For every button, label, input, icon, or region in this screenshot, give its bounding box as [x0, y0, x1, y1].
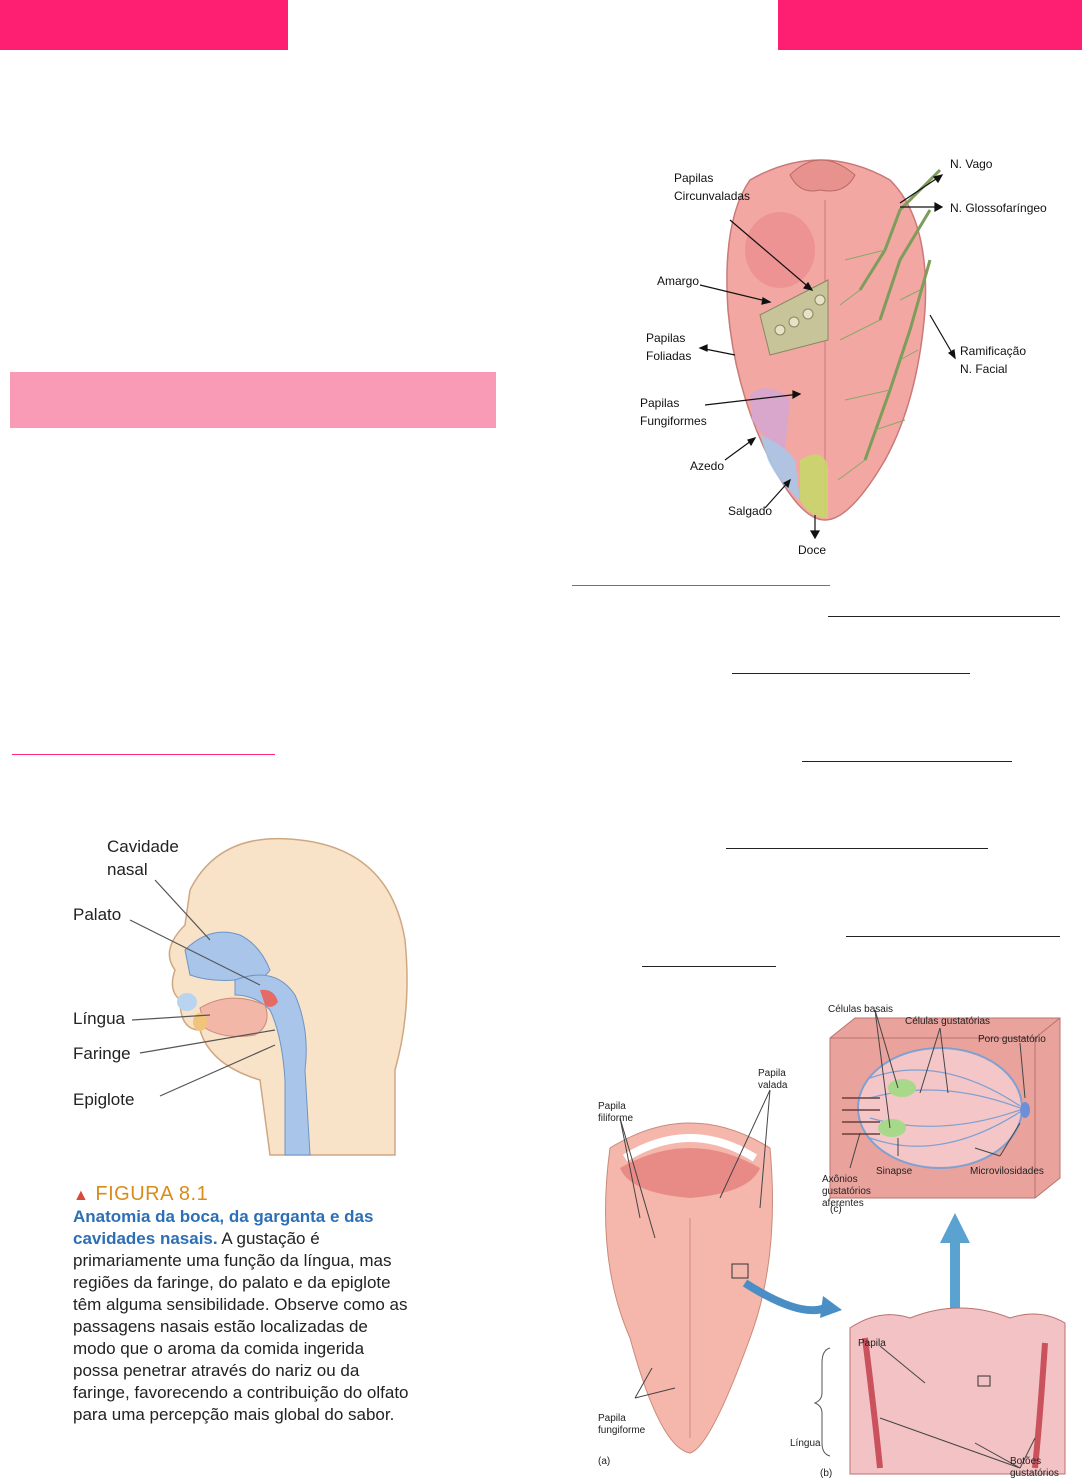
label-celulas-gustatorias: Células gustatórias [905, 1016, 990, 1027]
fill-blank-5a [846, 936, 1060, 937]
label-azedo: Azedo [690, 459, 724, 473]
label-n-glossofaringeo: N. Glossofaríngeo [950, 201, 1047, 215]
fill-blank-5b [642, 966, 776, 967]
fill-blank-4 [726, 848, 988, 849]
figure-caption-bold: Anatomia da boca, da garganta e das cavi… [73, 1207, 374, 1248]
label-papilas-foliadas-line1: Papilas [646, 331, 685, 345]
header-band-right [778, 0, 1082, 50]
label-faringe: Faringe [73, 1044, 131, 1063]
label-botoes-gustatorios-line2: gustatórios [1010, 1468, 1059, 1479]
label-ramificacao-n-facial-line1: Ramificação [960, 344, 1026, 358]
label-papilas-circunvaladas-line2: Circunvaladas [674, 189, 750, 203]
label-papilas-fungiformes-line1: Papilas [640, 396, 679, 410]
label-papilas-fungiformes-line2: Fungiformes [640, 414, 707, 428]
label-salgado: Salgado [728, 504, 772, 518]
label-panel-a: (a) [598, 1456, 610, 1467]
label-botoes-gustatorios-line1: Botões [1010, 1456, 1041, 1467]
label-cavidade-nasal-line2: nasal [107, 860, 148, 879]
label-cavidade-nasal-line1: Cavidade [107, 837, 179, 856]
label-papila-fungiforme-line1: Papila [598, 1413, 626, 1424]
label-papilas-foliadas-line2: Foliadas [646, 349, 691, 363]
figure-caption-text: A gustação é primariamente uma função da… [73, 1229, 409, 1424]
label-papila-fungiforme-line2: fungiforme [598, 1425, 646, 1436]
label-n-vago: N. Vago [950, 157, 993, 171]
underline-left [12, 754, 275, 755]
label-epiglote: Epiglote [73, 1090, 134, 1109]
figure-caption-block: ▲ FIGURA 8.1 Anatomia da boca, da gargan… [73, 1183, 409, 1426]
label-axonios-line3: aferentes [822, 1198, 864, 1209]
label-panel-c: (c) [830, 1204, 842, 1215]
taste-bud-figure: Células basais Células gustatórias Poro … [598, 1004, 1066, 1479]
label-poro-gustatorio: Poro gustatório [978, 1034, 1046, 1045]
head-anatomy-figure: Cavidade nasal Palato Língua Faringe Epi… [73, 837, 408, 1156]
label-sinapse: Sinapse [876, 1166, 913, 1177]
fill-blank-1 [828, 616, 1060, 617]
label-amargo: Amargo [657, 274, 699, 288]
header-band-left [0, 0, 288, 50]
label-lingua-b: Língua [790, 1438, 821, 1449]
label-axonios-line1: Axônios [822, 1174, 858, 1185]
underline-right-top [572, 585, 830, 586]
label-papila-valada-line2: valada [758, 1080, 788, 1091]
figure-number: ▲ FIGURA 8.1 [73, 1183, 409, 1206]
label-ramificacao-n-facial-line2: N. Facial [960, 362, 1007, 376]
label-papila-valada-line1: Papila [758, 1068, 786, 1079]
figure-caption: Anatomia da boca, da garganta e das cavi… [73, 1206, 409, 1426]
label-papila-filiforme-line2: filiforme [598, 1113, 633, 1124]
fill-blank-3 [802, 761, 1012, 762]
label-doce: Doce [798, 543, 826, 557]
tongue-taste-map: Papilas Circunvaladas Amargo Papilas Fol… [640, 157, 1047, 557]
fill-blank-2 [732, 673, 970, 674]
label-papila: Papila [858, 1338, 886, 1349]
label-celulas-basais: Células basais [828, 1004, 893, 1015]
figure-number-text: FIGURA 8.1 [95, 1183, 209, 1205]
label-palato: Palato [73, 905, 121, 924]
label-panel-b: (b) [820, 1468, 832, 1479]
label-papila-filiforme-line1: Papila [598, 1101, 626, 1112]
triangle-icon: ▲ [73, 1187, 90, 1204]
label-axonios-line2: gustatórios [822, 1186, 871, 1197]
section-heading-box [10, 372, 496, 428]
label-lingua: Língua [73, 1009, 126, 1028]
label-microvilosidades: Microvilosidades [970, 1166, 1044, 1177]
label-papilas-circunvaladas-line1: Papilas [674, 171, 713, 185]
